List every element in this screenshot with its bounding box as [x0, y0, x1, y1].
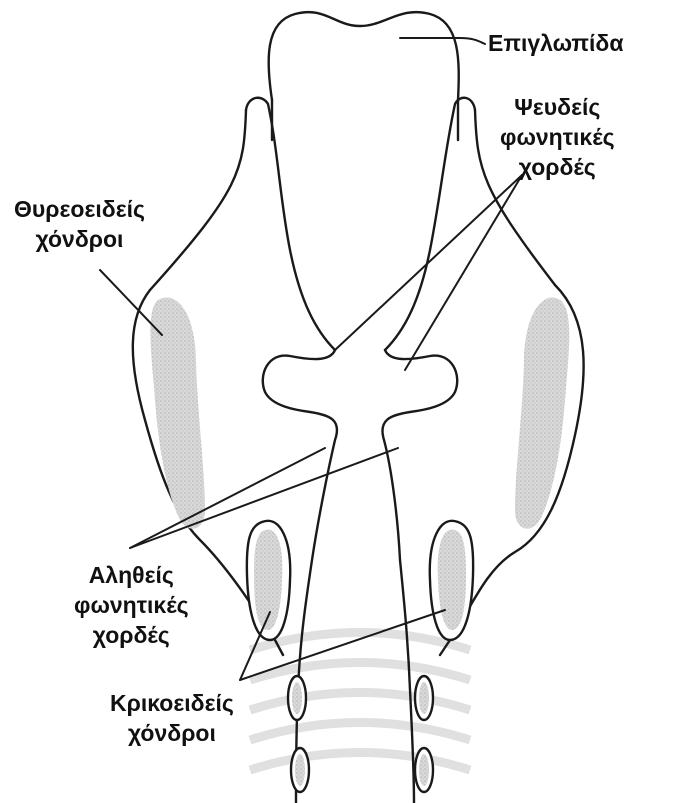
cricoid-cartilage — [247, 521, 473, 640]
label-false-cords-line-1: Ψευδείς — [500, 92, 615, 122]
label-cricoid-cartilage: Κρικοειδείς χόνδροι — [110, 688, 234, 748]
label-false-vocal-cords: Ψευδείς φωνητικές χορδές — [500, 92, 615, 182]
leader-true-cords-left — [130, 448, 325, 548]
label-thyroid-cartilage: Θυρεοειδείς χόνδροι — [14, 194, 145, 254]
label-false-cords-line-2: φωνητικές — [500, 122, 615, 152]
leader-false-cords-right — [405, 175, 522, 370]
label-true-cords-line-2: φωνητικές — [74, 590, 189, 620]
label-cricoid-line-1: Κρικοειδείς — [110, 688, 234, 718]
label-cricoid-line-2: χόνδροι — [110, 718, 234, 748]
label-thyroid-line-2: χόνδροι — [14, 224, 145, 254]
leader-thyroid — [100, 270, 162, 335]
label-true-cords-line-1: Αληθείς — [74, 560, 189, 590]
thyroid-cartilage — [150, 298, 569, 529]
leader-epiglottis — [400, 38, 485, 44]
leader-false-cords-left — [335, 175, 522, 350]
label-epiglottis-line: Επιγλωπίδα — [488, 28, 624, 58]
label-thyroid-line-1: Θυρεοειδείς — [14, 194, 145, 224]
label-true-cords-line-3: χορδές — [74, 620, 189, 650]
label-false-cords-line-3: χορδές — [500, 152, 615, 182]
label-true-vocal-cords: Αληθείς φωνητικές χορδές — [74, 560, 189, 650]
label-epiglottis: Επιγλωπίδα — [488, 28, 624, 58]
